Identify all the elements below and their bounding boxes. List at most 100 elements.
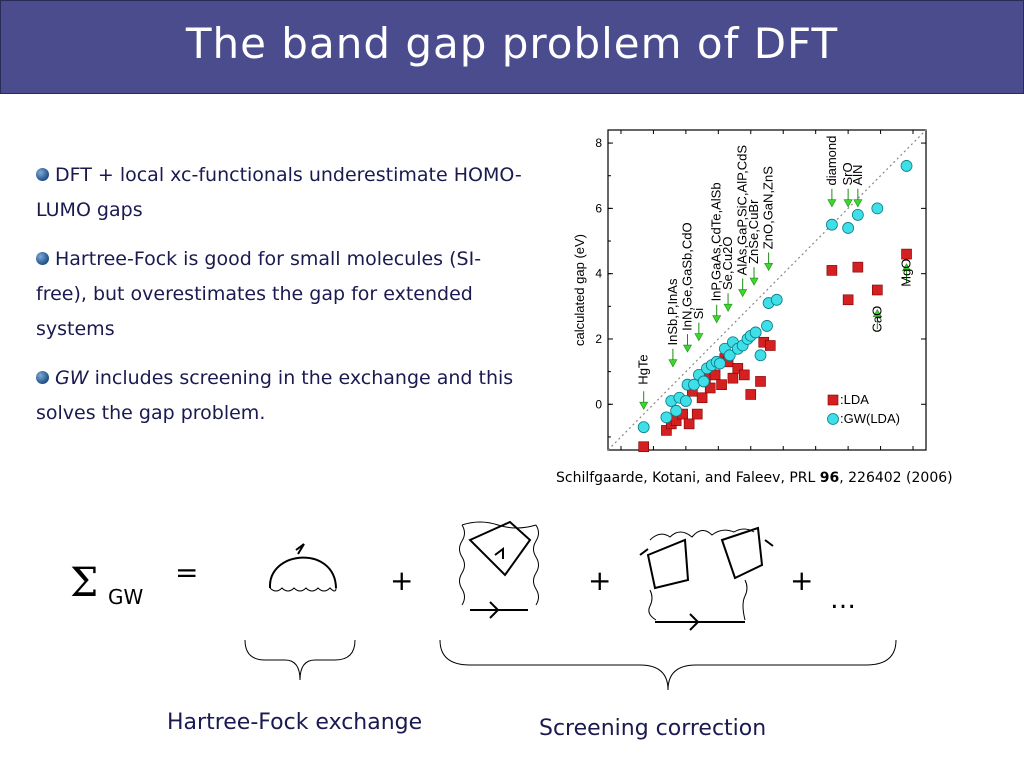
bullet-list: DFT + local xc-functionals underestimate… <box>36 158 526 445</box>
gw-point <box>697 375 710 388</box>
legend-lda-swatch <box>827 394 839 406</box>
gw-point <box>660 411 673 424</box>
plot-frame <box>607 129 927 451</box>
bullet-text: includes screening in the exchange and t… <box>36 367 514 424</box>
lda-point <box>745 389 757 400</box>
annotation-label: Se,Cu2O <box>720 237 735 290</box>
y-axis-label: calculated gap (eV) <box>572 234 587 346</box>
gw-point <box>842 222 855 234</box>
annotation-arrow-head <box>843 199 853 208</box>
annotation-arrow-head <box>749 277 759 286</box>
gw-point <box>851 208 864 221</box>
plus-sign-2: + <box>588 564 611 597</box>
annotation-arrow-head <box>738 289 748 298</box>
annotation-label: ZnSe,CuBr <box>746 199 761 264</box>
citation-authors: Schilfgaarde, Kotani, and Faleev, PRL <box>556 470 820 486</box>
lda-point <box>842 294 854 306</box>
gw-point <box>761 320 773 332</box>
citation: Schilfgaarde, Kotani, and Faleev, PRL 96… <box>556 470 953 486</box>
bullet-dot-icon <box>36 168 49 181</box>
annotation-arrow-head <box>694 333 704 342</box>
lda-point <box>755 376 766 387</box>
annotation-label: diamond <box>824 136 839 186</box>
page-title: The band gap problem of DFT <box>185 19 839 68</box>
annotation-label: CaO <box>869 306 884 333</box>
gw-point <box>688 378 700 391</box>
lda-point <box>764 340 776 351</box>
bullet-item: Hartree-Fock is good for small molecules… <box>36 242 526 347</box>
annotation-label: AlAs,GaP,SiC,AlP,CdS <box>735 145 750 276</box>
gw-point <box>900 160 913 172</box>
bullet-item: DFT + local xc-functionals underestimate… <box>36 158 526 228</box>
lda-point <box>727 372 739 384</box>
annotation-arrow-head <box>712 315 722 324</box>
screening-brace <box>439 639 897 691</box>
annotation-arrow-head <box>827 199 837 208</box>
lda-point <box>683 418 695 430</box>
legend-gw-swatch <box>827 413 839 425</box>
annotation-arrow-head <box>723 303 733 312</box>
bullet-dot-icon <box>36 252 49 265</box>
lda-point <box>638 441 649 453</box>
plus-sign-1: + <box>390 564 413 597</box>
gw-point <box>714 357 726 370</box>
annotation-arrow-head <box>902 263 912 272</box>
gw-point <box>754 349 767 362</box>
feynman-diagram: Σ GW = + + + … <box>70 520 897 691</box>
y-tick-label: 2 <box>595 332 602 346</box>
title-bar: The band gap problem of DFT <box>0 0 1024 94</box>
annotation-label: Si <box>691 308 706 320</box>
annotation-arrow-head <box>682 344 693 353</box>
y-tick-label: 6 <box>595 201 602 215</box>
hartree-fock-diagram <box>268 543 337 592</box>
lda-point <box>696 392 708 404</box>
citation-rest: , 226402 (2006) <box>839 470 953 486</box>
annotation-arrow-head <box>764 263 774 272</box>
annotation-label: InN,Ge,GaSb,CdO <box>680 222 695 330</box>
lda-point <box>852 261 864 273</box>
y-tick-label: 8 <box>595 136 602 150</box>
screening-diagram-2 <box>639 526 774 631</box>
lda-point <box>732 363 744 374</box>
hf-brace <box>244 639 356 681</box>
gw-point <box>679 395 692 407</box>
gw-point <box>871 202 884 215</box>
screening-label: Screening correction <box>539 716 767 741</box>
screening-diagram-1 <box>459 520 539 619</box>
bullet-dot-icon <box>36 371 49 384</box>
gw-point <box>825 218 838 231</box>
y-tick-label: 4 <box>595 267 602 281</box>
lda-point <box>872 284 883 296</box>
annotation-label: ZnO,GaN,ZnS <box>761 166 776 249</box>
citation-volume: 96 <box>819 470 840 486</box>
legend-gw-label: :GW(LDA) <box>840 411 900 426</box>
sigma-subscript: GW <box>108 585 143 609</box>
lda-point <box>826 265 838 276</box>
hartree-fock-label: Hartree-Fock exchange <box>167 710 423 735</box>
lda-point <box>691 408 703 420</box>
gw-point <box>770 293 783 306</box>
annotation-label: InP,GaAs,CdTe,AlSb <box>709 182 724 301</box>
annotation-arrow-head <box>639 401 649 410</box>
bullet-item: GW includes screening in the exchange an… <box>36 361 526 431</box>
gw-point <box>723 349 736 362</box>
diagonal-line <box>607 129 927 451</box>
annotation-arrow-head <box>853 199 863 208</box>
gw-point <box>670 404 683 417</box>
bullet-em: GW <box>55 367 89 389</box>
annotation-arrow-head <box>872 308 882 317</box>
annotation-label: SrO <box>840 162 855 185</box>
lda-point <box>738 369 750 381</box>
annotation-label: MgO <box>899 259 914 287</box>
ellipsis: … <box>830 585 856 615</box>
annotation-label: HgTe <box>636 354 651 384</box>
lda-point <box>716 379 727 390</box>
lda-point <box>704 382 716 394</box>
y-tick-label: 0 <box>595 397 602 411</box>
legend-lda-label: :LDA <box>840 392 869 407</box>
lda-point <box>901 248 912 260</box>
sigma-symbol: Σ <box>70 560 98 606</box>
annotation-arrow-head <box>668 359 678 368</box>
annotation-label: AlN <box>850 165 865 186</box>
